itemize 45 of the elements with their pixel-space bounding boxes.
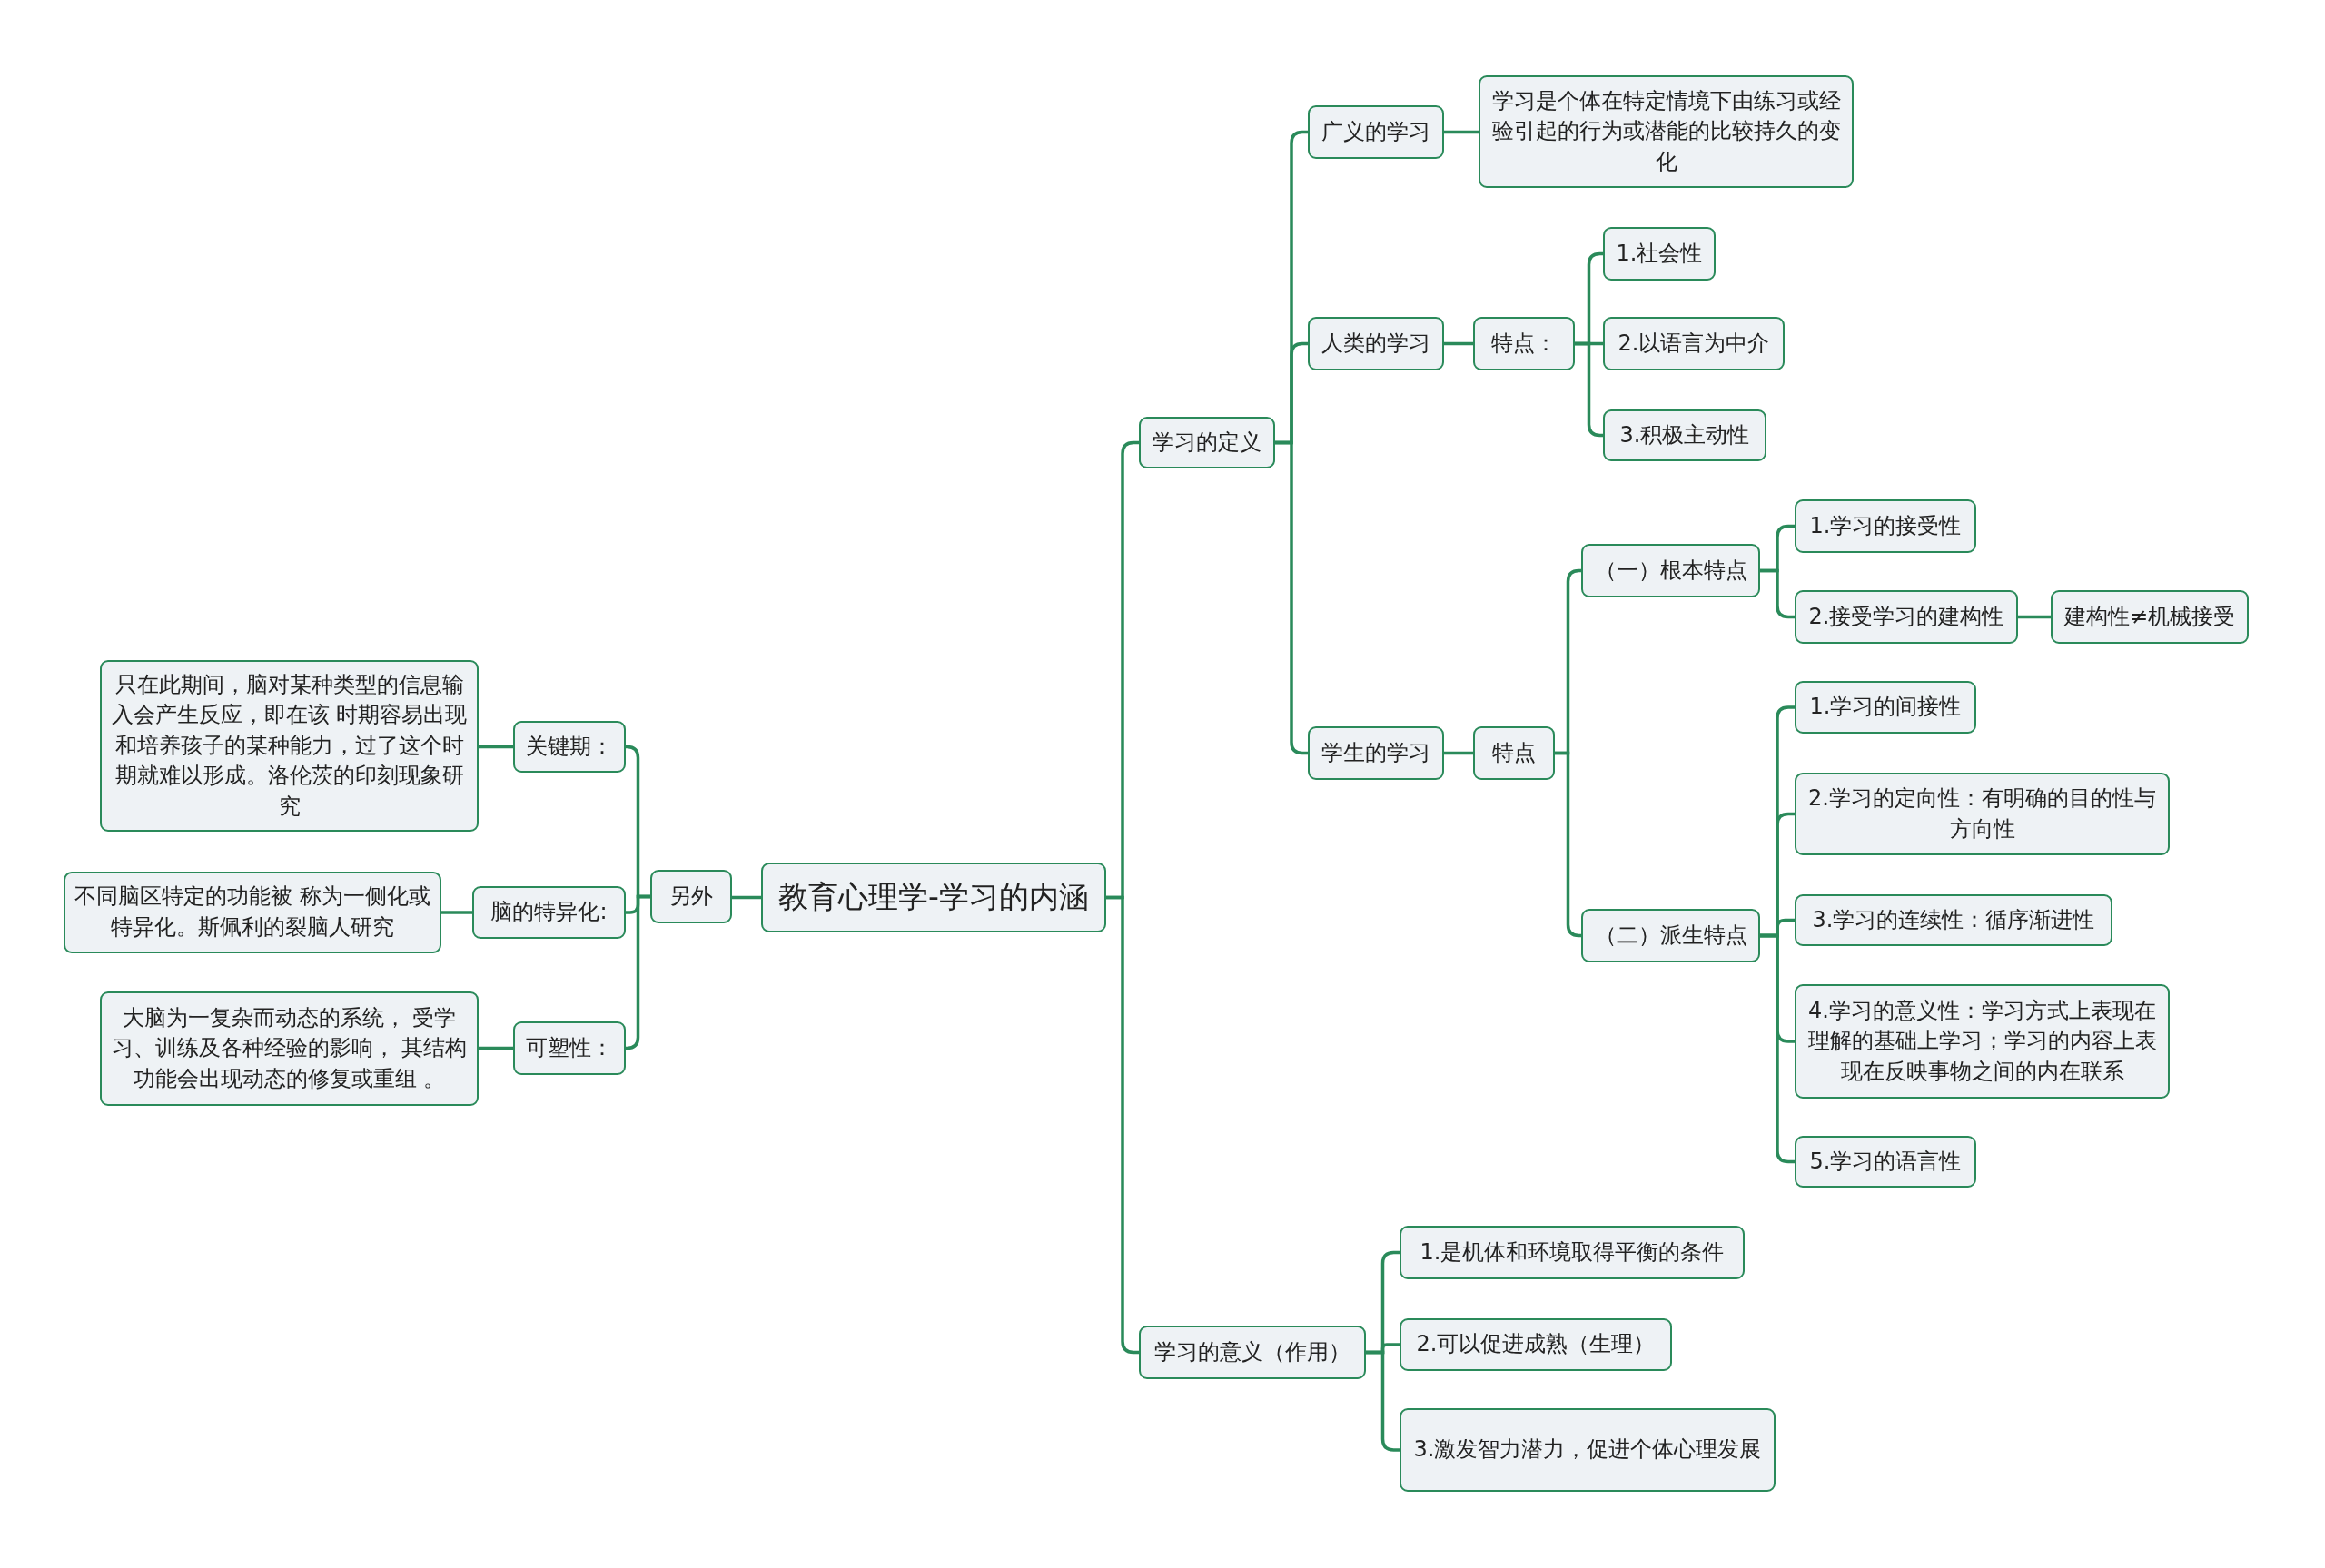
topic-box: 只在此期间，脑对某种类型的信息输入会产生反应，即在该 时期容易出现和培养孩子的某种能力，过了这个时期就难以形成。洛伦茨的印刻现象研究 [100,660,479,832]
topic-box: 关键期： [513,721,626,773]
topic-box: 1.社会性 [1603,227,1716,281]
connector-line [479,1046,513,1050]
topic-box: 脑的特异化: [472,886,626,939]
connector-line [1760,933,1795,1164]
topic-box: 学习的意义（作用） [1139,1326,1366,1379]
connector-line [1444,341,1473,346]
topic-box: （一）根本特点 [1581,544,1760,597]
topic-box: 1.是机体和环境取得平衡的条件 [1400,1226,1745,1279]
connector-line [1366,1350,1400,1452]
topic-box: 3.激发智力潜力，促进个体心理发展 [1400,1408,1776,1492]
topic-box: 特点 [1473,726,1555,780]
topic-box: 1.学习的接受性 [1795,499,1976,553]
topic-box: 学习是个体在特定情境下由练习或经验引起的行为或潜能的比较持久的变化 [1479,75,1854,188]
topic-box: 3.积极主动性 [1603,409,1766,461]
central-topic-box: 教育心理学-学习的内涵 [761,863,1106,932]
connector-line [2018,615,2051,619]
topic-box: 2.可以促进成熟（生理） [1400,1318,1672,1371]
topic-box: 不同脑区特定的功能被 称为一侧化或特异化。斯佩利的裂脑人研究 [64,872,441,953]
connector-line [441,911,472,914]
topic-box: 5.学习的语言性 [1795,1136,1976,1188]
topic-box: 特点： [1473,317,1575,370]
topic-box: 学生的学习 [1308,726,1444,780]
topic-box: 学习的定义 [1139,417,1275,468]
connector-line [732,895,761,900]
connector-line [1760,568,1795,619]
topic-box: 1.学习的间接性 [1795,681,1976,734]
connector-line [1275,440,1308,755]
topic-box: 2.学习的定向性：有明确的目的性与方向性 [1795,773,2170,855]
connector-line [479,745,513,749]
connector-line [1106,895,1139,1355]
topic-box: 2.以语言为中介 [1603,317,1785,370]
topic-box: 另外 [650,870,732,923]
topic-box: 2.接受学习的建构性 [1795,590,2018,644]
connector-line [1444,751,1473,755]
topic-box: 广义的学习 [1308,105,1444,159]
connector-line [1444,130,1479,134]
topic-box: （二）派生特点 [1581,909,1760,962]
topic-box: 可塑性： [513,1021,626,1075]
topic-box: 建构性≠机械接受 [2051,590,2249,644]
topic-box: 大脑为一复杂而动态的系统， 受学习、训练及各种经验的影响， 其结构功能会出现动态的修复或重组 。 [100,991,479,1106]
topic-box: 3.学习的连续性：循序渐进性 [1795,894,2112,946]
topic-box: 4.学习的意义性：学习方式上表现在理解的基础上学习；学习的内容上表现在反映事物之间的内在联系 [1795,984,2170,1099]
topic-box: 人类的学习 [1308,317,1444,370]
